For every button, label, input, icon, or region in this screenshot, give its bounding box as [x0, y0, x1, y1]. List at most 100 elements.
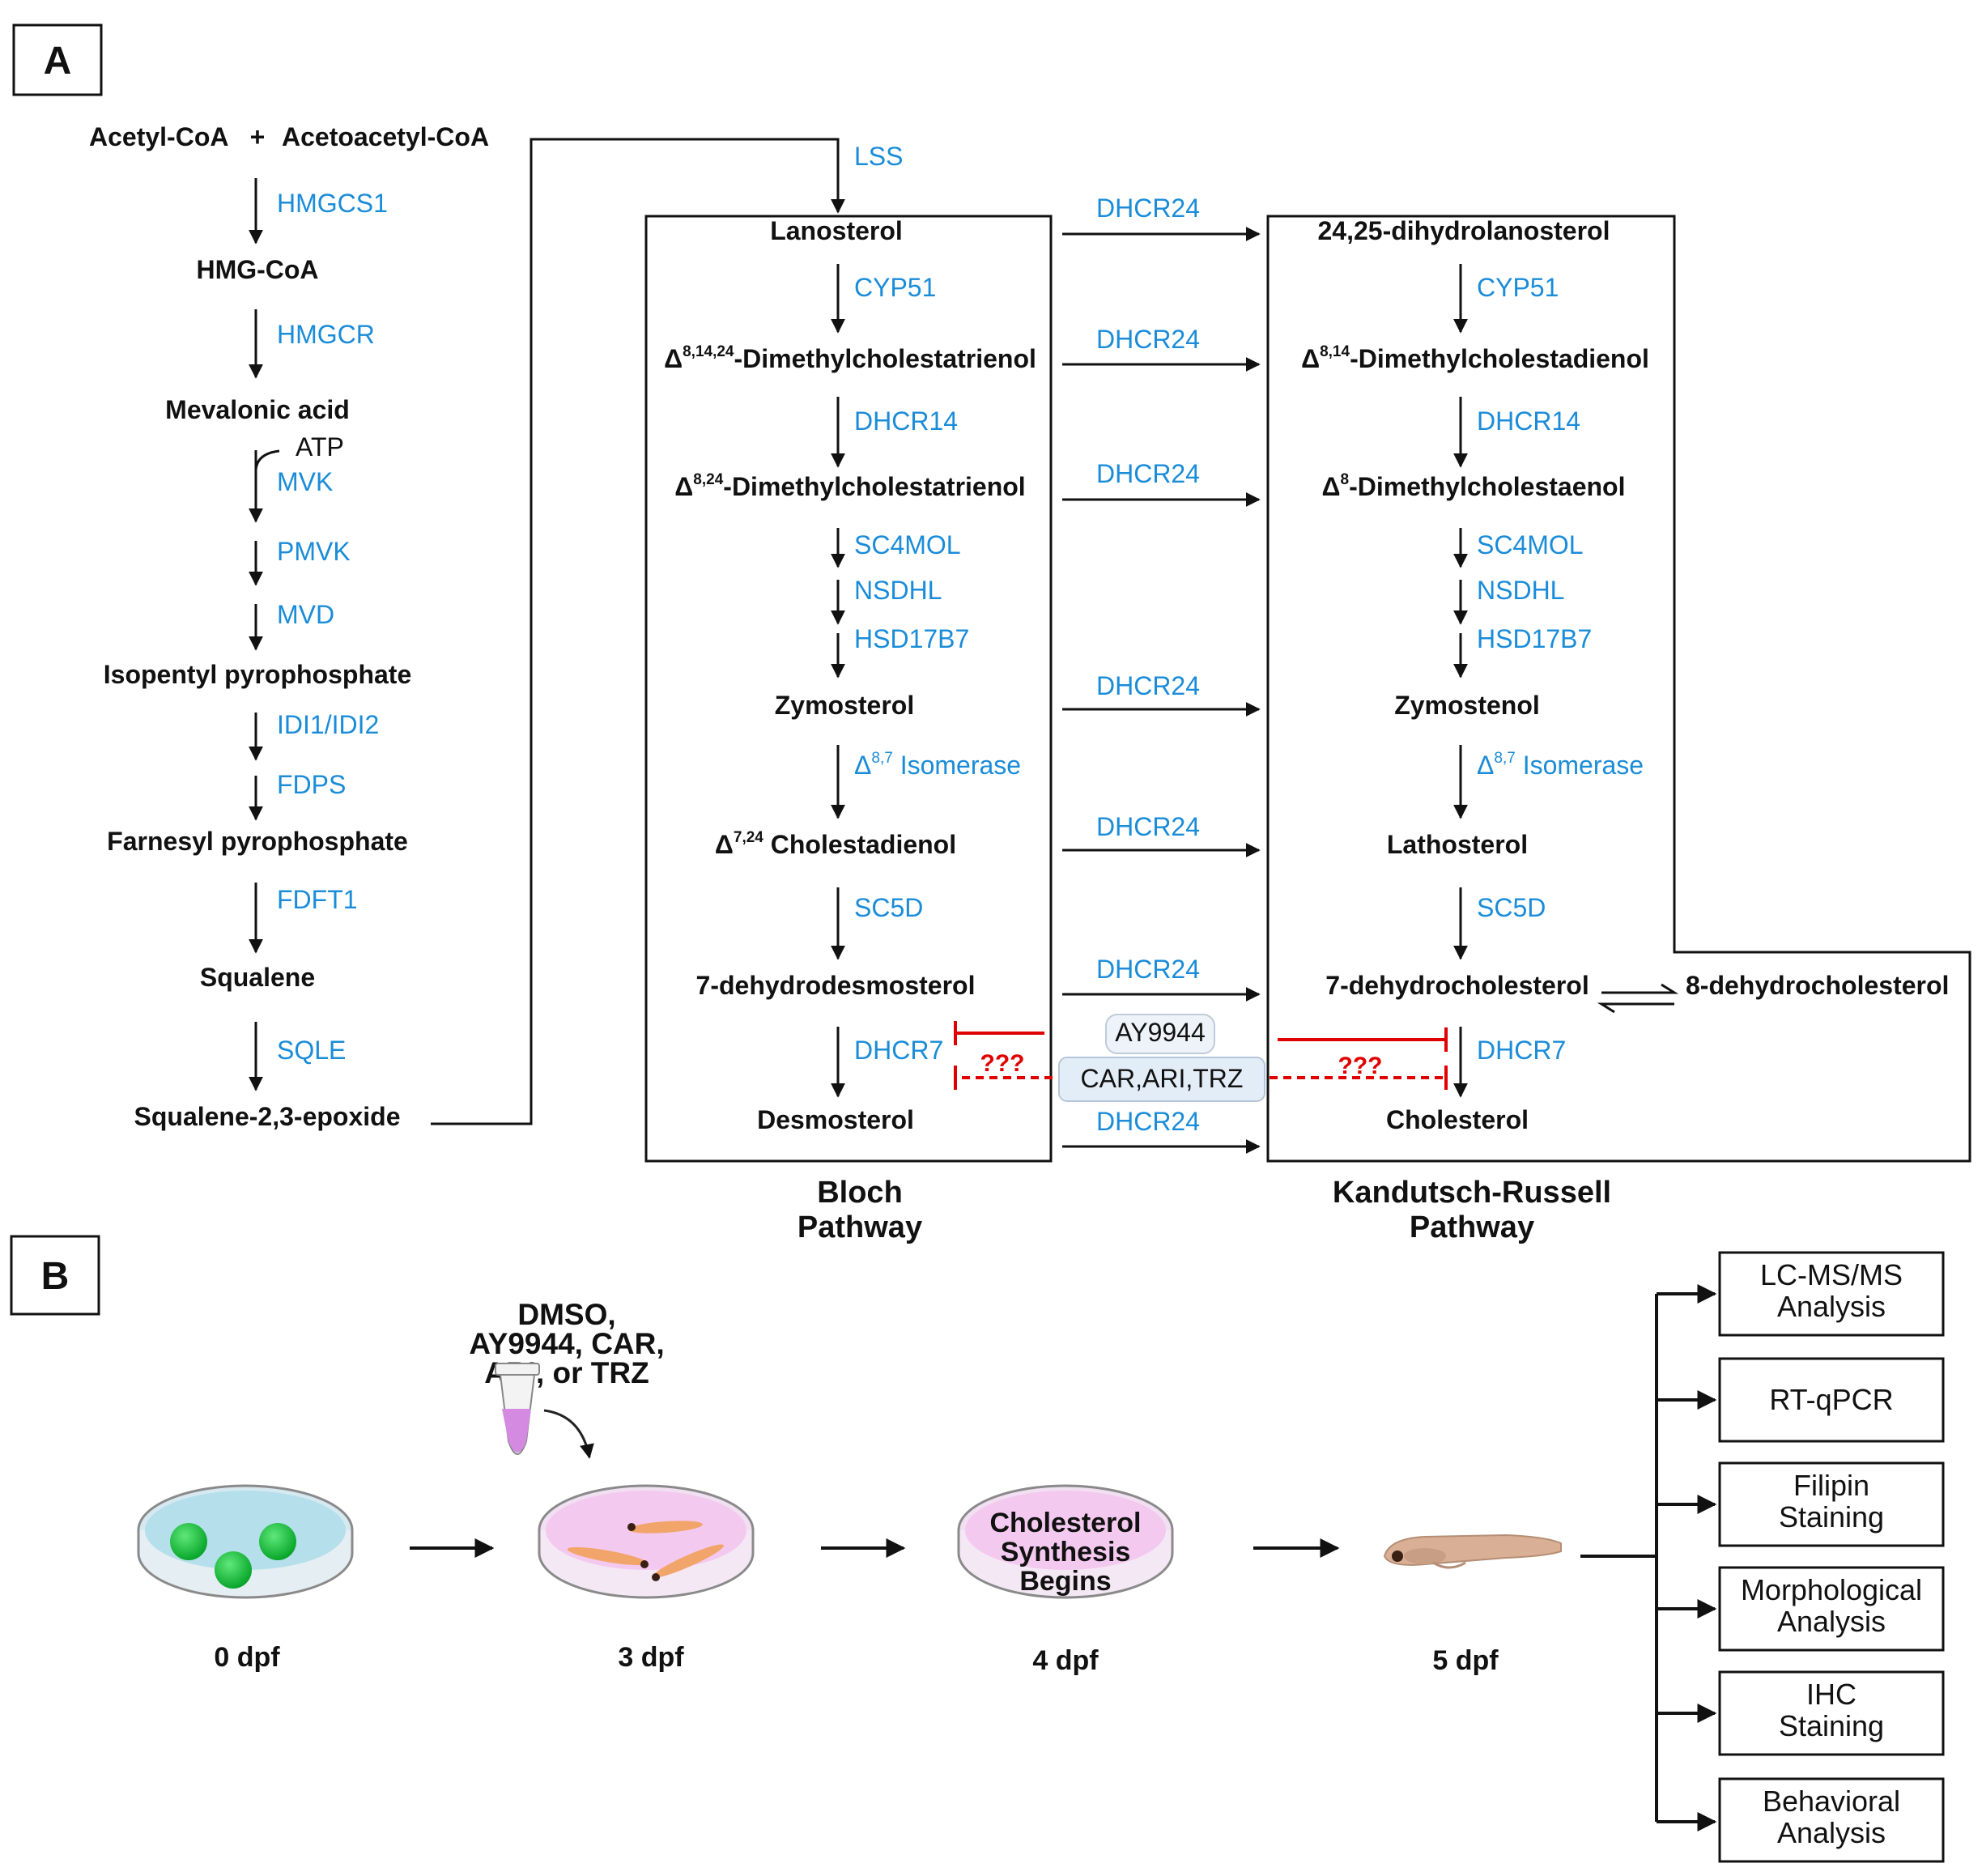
petri-dish-larvae — [538, 1484, 755, 1599]
car-ari-trz-badge — [1058, 1057, 1265, 1102]
24-25-dihydrolanosterol: 24,25-dihydrolanosterol — [1318, 216, 1610, 245]
enzyme-hmgcr: HMGCR — [277, 320, 375, 349]
zymosterol: Zymosterol — [775, 691, 914, 720]
enzyme-dhcr7: DHCR7 — [854, 1036, 943, 1065]
enzyme-pmvk: PMVK — [277, 537, 351, 566]
enzyme-nsdhl: NSDHL — [1477, 576, 1564, 605]
enzyme-dhcr24: DHCR24 — [1096, 1107, 1200, 1136]
svg-text:Morphological: Morphological — [1741, 1573, 1922, 1606]
mevalonate-pathway: Acetyl-CoA + Acetoacetyl-CoA HMGCS1 HMG-… — [89, 122, 903, 1131]
kr-title-line2: Pathway — [1410, 1210, 1534, 1244]
outcome-lcms: LC-MS/MS Analysis — [1718, 1251, 1945, 1337]
svg-text:Filipin: Filipin — [1793, 1469, 1869, 1502]
atp-curve — [254, 449, 280, 470]
bloch-box — [644, 215, 1053, 1163]
petri-dish-synthesis: Cholesterol Synthesis Begins — [957, 1484, 1174, 1599]
enzyme-cyp51: CYP51 — [1477, 273, 1559, 302]
8-dehydrocholesterol: 8-dehydrocholesterol — [1686, 971, 1949, 1000]
enzyme-dhcr24: DHCR24 — [1096, 671, 1200, 700]
enzyme-mvd: MVD — [277, 600, 334, 629]
7-dehydrodesmosterol: 7-dehydrodesmosterol — [696, 971, 976, 1000]
enzyme-hsd17b7: HSD17B7 — [854, 624, 969, 653]
enzyme-fdps: FDPS — [277, 770, 346, 799]
svg-text:Analysis: Analysis — [1777, 1290, 1886, 1323]
svg-text:LC-MS/MS: LC-MS/MS — [1760, 1258, 1903, 1291]
dhcr24-arrows: DHCR24 DHCR24 DHCR24 DHCR24 DHCR24 DHCR2… — [1062, 194, 1261, 1154]
acetoacetyl-coa: Acetoacetyl-CoA — [282, 122, 489, 151]
enzyme-idi: IDI1/IDI2 — [277, 710, 379, 739]
equilibrium-forward — [1601, 983, 1679, 994]
svg-text:RT-qPCR: RT-qPCR — [1769, 1383, 1893, 1416]
enzyme-mvk: MVK — [277, 467, 333, 496]
lss-connector — [431, 138, 845, 1125]
car-ari-trz-label: CAR,ARI,TRZ — [1081, 1064, 1244, 1093]
squalene: Squalene — [200, 963, 315, 992]
bloch-title-line2: Pathway — [797, 1210, 922, 1244]
lathosterol: Lathosterol — [1387, 830, 1528, 859]
svg-text:Behavioral: Behavioral — [1763, 1785, 1900, 1818]
squalene-epoxide: Squalene-2,3-epoxide — [134, 1102, 401, 1131]
zebrafish-larva-icon — [1383, 1534, 1562, 1569]
bloch-title: Bloch — [817, 1176, 903, 1210]
dimethylcholestatrienol-8-14-24: Δ8,14,24-Dimethylcholestatrienol — [664, 343, 1036, 373]
dimethylcholestaenol: Δ8-Dimethylcholestaenol — [1322, 471, 1626, 501]
enzyme-lss: LSS — [854, 142, 903, 171]
enzyme-sc5d: SC5D — [1477, 893, 1546, 922]
panel-b-label: B — [10, 1235, 100, 1316]
unknown-mark: ??? — [980, 1050, 1025, 1077]
cholestadienol-7-24: Δ7,24 Cholestadienol — [715, 829, 956, 859]
equilibrium-reverse — [1597, 1002, 1674, 1014]
7-dehydrocholesterol: 7-dehydrocholesterol — [1325, 971, 1589, 1000]
svg-text:DMSO,: DMSO, — [517, 1298, 615, 1331]
dish-text-line3: Begins — [1019, 1566, 1111, 1597]
acetyl-coa: Acetyl-CoA — [89, 122, 228, 151]
enzyme-hmgcs1: HMGCS1 — [277, 189, 388, 218]
svg-text:IHC: IHC — [1806, 1678, 1857, 1711]
svg-text:B: B — [41, 1255, 70, 1298]
outcome-behavioral: Behavioral Analysis — [1718, 1777, 1945, 1863]
enzyme-sc5d: SC5D — [854, 893, 923, 922]
farnesyl-pyrophosphate: Farnesyl pyrophosphate — [107, 827, 408, 856]
kr-box — [1266, 215, 1971, 1163]
enzyme-sqle: SQLE — [277, 1036, 346, 1065]
enzyme-sc4mol: SC4MOL — [854, 530, 961, 559]
outcome-ihc: IHC Staining — [1718, 1670, 1945, 1756]
enzyme-hsd17b7: HSD17B7 — [1477, 624, 1592, 653]
enzyme-dhcr14: DHCR14 — [854, 406, 958, 436]
outcome-branches — [1580, 1284, 1717, 1831]
svg-text:Staining: Staining — [1779, 1709, 1884, 1742]
svg-text:Analysis: Analysis — [1777, 1816, 1886, 1849]
enzyme-dhcr14: DHCR14 — [1477, 406, 1580, 436]
day-label-4: 4 dpf — [1032, 1645, 1099, 1676]
isopentyl-pyrophosphate: Isopentyl pyrophosphate — [104, 660, 411, 689]
panel-a-label: A — [12, 23, 103, 96]
enzyme-dhcr24: DHCR24 — [1096, 194, 1200, 223]
svg-text:Analysis: Analysis — [1777, 1605, 1886, 1638]
unknown-mark: ??? — [1338, 1053, 1383, 1079]
inhibitors: ??? ??? AY9944 CAR,ARI,TRZ — [954, 1014, 1448, 1102]
ay9944-label: AY9944 — [1115, 1018, 1206, 1047]
atp-label: ATP — [296, 432, 344, 462]
enzyme-isomerase: Δ8,7 Isomerase — [1477, 750, 1644, 780]
day-label-3: 3 dpf — [618, 1642, 684, 1673]
plus-sign: + — [250, 122, 266, 151]
hmg-coa: HMG-CoA — [196, 255, 318, 284]
tube-icon — [495, 1363, 594, 1459]
enzyme-isomerase: Δ8,7 Isomerase — [854, 750, 1021, 780]
enzyme-sc4mol: SC4MOL — [1477, 530, 1584, 559]
outcome-rtqpcr: RT-qPCR — [1718, 1357, 1945, 1443]
enzyme-nsdhl: NSDHL — [854, 576, 942, 605]
enzyme-cyp51: CYP51 — [854, 273, 936, 302]
outcome-filipin: Filipin Staining — [1718, 1461, 1945, 1547]
lanosterol: Lanosterol — [770, 216, 903, 245]
cholesterol: Cholesterol — [1386, 1105, 1529, 1134]
ay9944-badge — [1105, 1014, 1215, 1054]
enzyme-dhcr7: DHCR7 — [1477, 1036, 1566, 1065]
enzyme-dhcr24: DHCR24 — [1096, 325, 1200, 354]
svg-text:A: A — [44, 40, 72, 83]
enzyme-dhcr24: DHCR24 — [1096, 955, 1200, 984]
enzyme-dhcr24: DHCR24 — [1096, 812, 1200, 841]
zymostenol: Zymostenol — [1394, 691, 1540, 720]
dimethylcholestatrienol-8-24: Δ8,24-Dimethylcholestatrienol — [674, 471, 1025, 501]
